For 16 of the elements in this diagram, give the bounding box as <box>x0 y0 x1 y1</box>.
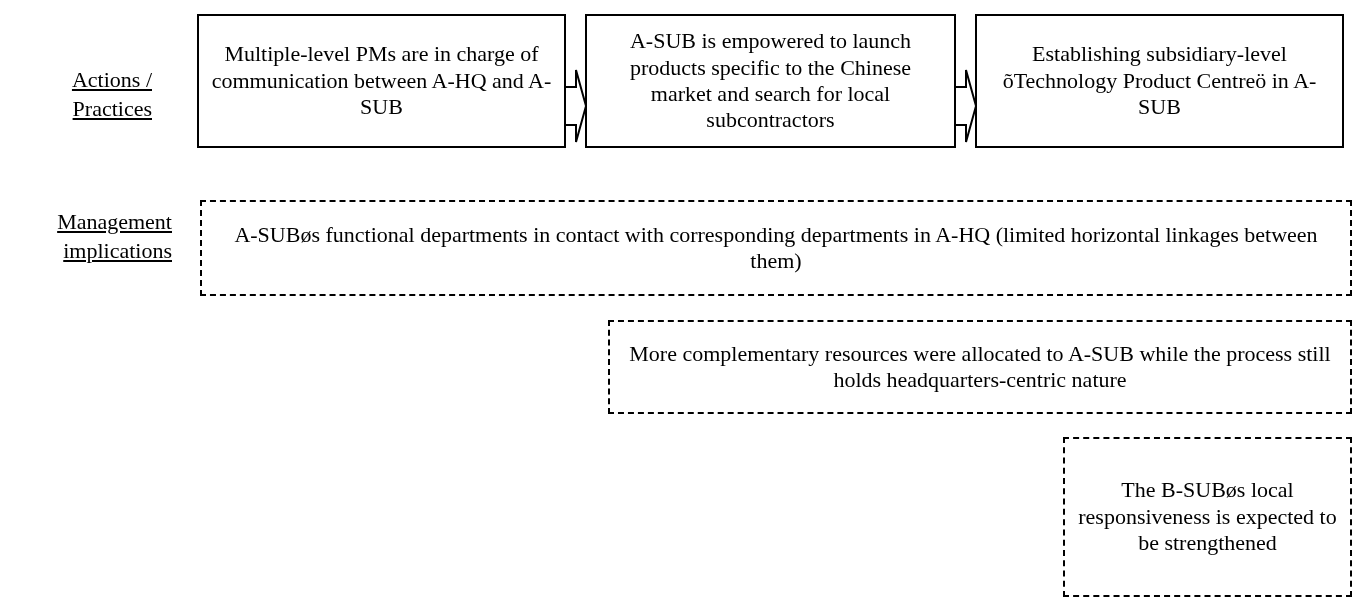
process-box <box>975 14 1344 148</box>
row-label: Actions / Practices <box>70 66 152 123</box>
block-arrow <box>953 69 978 143</box>
process-box <box>197 14 566 148</box>
box-text: The B-SUBøs local responsiveness is expected to be strengthened <box>1077 477 1338 557</box>
block-arrow <box>563 69 588 143</box>
box-text: Establishing subsidiary-level õTechnology Product Centreö in A-SUB <box>1001 41 1318 121</box>
box-text: More complementary resources were allocated to A-SUB while the process still holds headquarters-centric nature <box>628 340 1332 394</box>
box-text: Multiple-level PMs are in charge of communication between A-HQ and A-SUB <box>210 41 553 121</box>
box-text: A-SUB is empowered to launch products specific to the Chinese market and search for local subcontractors <box>628 28 913 134</box>
process-box <box>585 14 956 148</box>
dashed-text-box <box>608 320 1352 414</box>
dashed-text-box <box>1063 437 1352 597</box>
row-label: Management implications <box>56 208 172 265</box>
box-text: A-SUBøs functional departments in contact with corresponding departments in A-HQ (limited horizontal linkages between them) <box>233 221 1319 275</box>
dashed-text-box <box>200 200 1352 296</box>
